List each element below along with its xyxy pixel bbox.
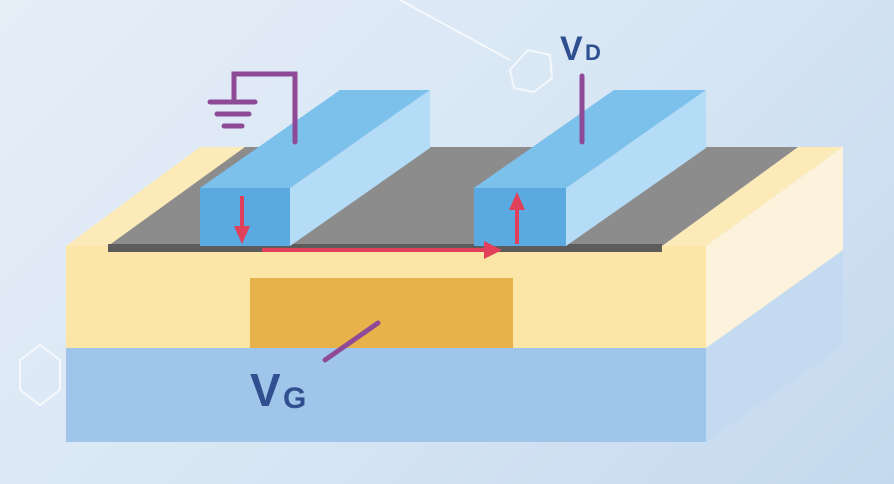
vg-main: V — [250, 364, 281, 416]
down-arrow-icon — [234, 226, 250, 244]
background-hexagons — [19, 0, 554, 407]
current-arrows — [234, 192, 525, 259]
vd-main: V — [560, 30, 583, 68]
gate-electrode — [250, 278, 513, 348]
gate-voltage-label: V G — [250, 364, 306, 416]
vd-sub: D — [585, 40, 601, 65]
drain-voltage-label: V D — [560, 30, 601, 68]
ground-icon — [207, 99, 258, 129]
substrate — [66, 250, 843, 442]
ground-wire — [231, 71, 298, 145]
drain-electrode — [474, 90, 706, 246]
gate-wire — [322, 320, 381, 363]
right-arrow-icon — [484, 241, 502, 259]
vg-sub: G — [283, 382, 306, 415]
up-arrow-icon — [509, 192, 525, 210]
